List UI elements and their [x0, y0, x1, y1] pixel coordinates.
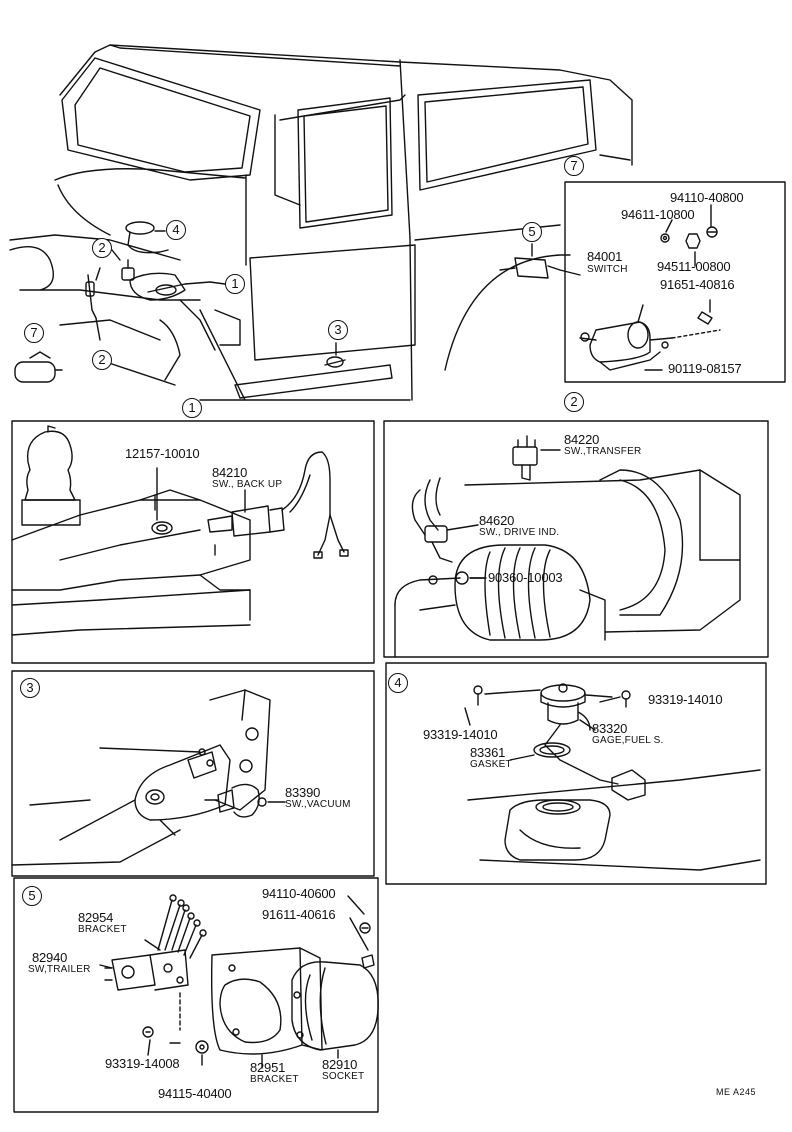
drawing-code: ME A245	[716, 1087, 757, 1097]
part-number-94611-10800: 94611-10800	[621, 207, 695, 222]
part-number-84220: 84220	[564, 432, 600, 447]
part-desc-gage-fuel-s: GAGE,FUEL S.	[592, 735, 664, 746]
panel-3-drawing	[11, 670, 375, 877]
callout-7-left: 7	[24, 323, 44, 343]
part-desc-sw-trailer: SW,TRAILER	[28, 964, 91, 975]
panel-1-callout: 1	[182, 398, 202, 418]
part-number-93319-14010-right: 93319-14010	[648, 692, 723, 707]
callout-4: 4	[166, 220, 186, 240]
part-desc-socket: SOCKET	[322, 1071, 365, 1082]
panel-2-callout: 2	[564, 392, 584, 412]
part-desc-bracket-82954: BRACKET	[78, 924, 127, 935]
part-number-83320: 83320	[592, 721, 628, 736]
part-number-83361: 83361	[470, 745, 506, 760]
vehicle-overview-drawing	[9, 44, 633, 401]
part-desc-bracket-82951: BRACKET	[250, 1074, 299, 1085]
part-number-93319-14010-left: 93319-14010	[423, 727, 498, 742]
panel-1-drawing	[11, 420, 375, 664]
panel-7-drawing	[564, 181, 786, 383]
part-desc-switch: SWITCH	[587, 264, 628, 275]
part-number-90119-08157: 90119-08157	[668, 361, 742, 376]
part-desc-gasket: GASKET	[470, 759, 512, 770]
part-number-84210: 84210	[212, 465, 248, 480]
part-desc-sw-back-up: SW., BACK UP	[212, 479, 283, 490]
part-number-83390: 83390	[285, 785, 321, 800]
part-number-94115-40400: 94115-40400	[158, 1086, 232, 1101]
panel-4-drawing	[385, 662, 767, 885]
part-desc-sw-drive-ind: SW., DRIVE IND.	[479, 527, 560, 538]
callout-1: 1	[225, 274, 245, 294]
part-desc-sw-transfer: SW.,TRANSFER	[564, 446, 642, 457]
callout-3: 3	[328, 320, 348, 340]
callout-7-right: 7	[564, 156, 584, 176]
callout-5: 5	[522, 222, 542, 242]
part-number-82951: 82951	[250, 1060, 286, 1075]
part-number-94511-00800: 94511-00800	[657, 259, 731, 274]
panel-2-drawing	[383, 420, 769, 658]
part-number-90360-10003: 90360-10003	[488, 570, 563, 585]
part-number-93319-14008: 93319-14008	[105, 1056, 180, 1071]
part-number-94110-40600: 94110-40600	[262, 886, 336, 901]
part-number-82954: 82954	[78, 910, 114, 925]
panel-4-callout: 4	[388, 673, 408, 693]
callout-2-lower: 2	[92, 350, 112, 370]
part-number-84001: 84001	[587, 249, 623, 264]
panel-5-drawing	[13, 877, 379, 1113]
part-number-91611-40616: 91611-40616	[262, 907, 336, 922]
panel-3-callout: 3	[20, 678, 40, 698]
part-number-12157-10010: 12157-10010	[125, 446, 200, 461]
part-desc-sw-vacuum: SW.,VACUUM	[285, 799, 351, 810]
callout-2-upper: 2	[92, 238, 112, 258]
panel-5-callout: 5	[22, 886, 42, 906]
part-number-94110-40800: 94110-40800	[670, 190, 744, 205]
part-number-91651-40816: 91651-40816	[660, 277, 735, 292]
part-number-84620: 84620	[479, 513, 515, 528]
part-number-82940: 82940	[32, 950, 68, 965]
part-number-82910: 82910	[322, 1057, 358, 1072]
